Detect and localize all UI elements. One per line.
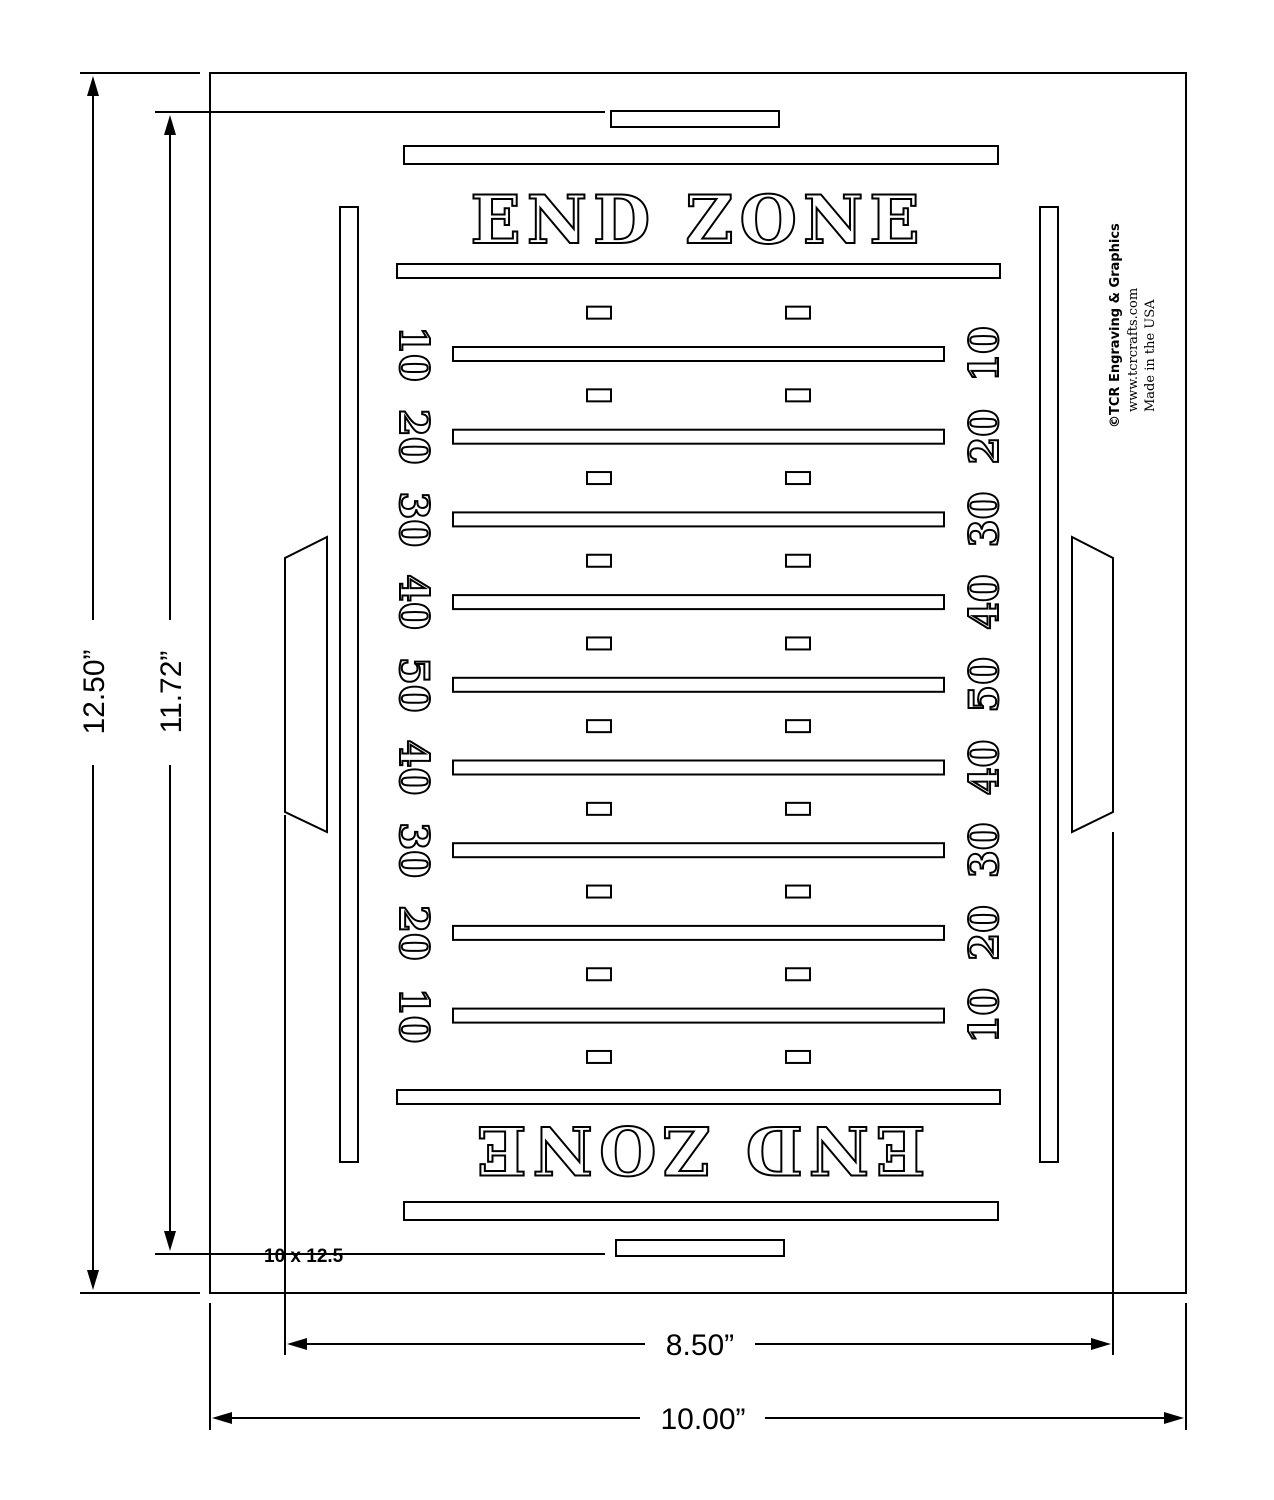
bottom-goal-line	[396, 1089, 1001, 1105]
hash-mark	[586, 801, 612, 816]
outer-width-dimension: 10.00”	[209, 1303, 1187, 1436]
hash-mark	[785, 636, 811, 651]
inner-width-label: 8.50”	[666, 1329, 734, 1362]
left-sideline	[339, 206, 359, 1163]
left-bench-area	[284, 535, 328, 834]
outer-height-dimension: 12.50”	[78, 72, 200, 1294]
hash-mark	[586, 305, 612, 320]
bottom-end-line	[403, 1201, 999, 1221]
hash-mark	[586, 636, 612, 651]
yard-number-right: 10	[961, 988, 1008, 1044]
inner-height-dimension: 11.72”	[155, 111, 605, 1255]
hash-mark	[785, 388, 811, 403]
yard-line	[452, 842, 945, 859]
yard-number-right: 30	[961, 492, 1008, 548]
top-end-line	[403, 145, 999, 165]
hash-mark	[785, 471, 811, 486]
hash-mark	[586, 388, 612, 403]
yard-line	[452, 676, 945, 693]
hash-mark	[785, 719, 811, 734]
end-zone-bottom-label: END ZONE	[470, 1111, 925, 1189]
hash-mark	[586, 1049, 612, 1064]
maker-website: www.tcrcrafts.com	[1126, 288, 1141, 412]
yard-number-right: 10	[961, 326, 1008, 382]
bottom-center-bar	[615, 1239, 785, 1257]
hash-mark	[785, 305, 811, 320]
yard-number-right: 30	[961, 822, 1008, 878]
yard-number-right: 40	[961, 740, 1008, 796]
hash-mark	[586, 719, 612, 734]
hash-mark	[785, 967, 811, 982]
yard-number-left: 20	[390, 905, 437, 961]
yard-line	[452, 428, 945, 445]
hash-mark	[785, 884, 811, 899]
right-bench-area	[1071, 535, 1114, 834]
yard-line	[452, 1007, 945, 1024]
hash-mark	[785, 1049, 811, 1064]
hash-mark	[785, 801, 811, 816]
yard-line	[452, 346, 945, 362]
yard-number-right: 40	[961, 574, 1008, 630]
hash-mark	[586, 884, 612, 899]
hash-mark	[586, 967, 612, 982]
yard-line	[452, 511, 945, 528]
yard-number-left: 30	[390, 492, 437, 548]
inner-height-label: 11.72”	[155, 651, 188, 734]
right-sideline	[1039, 206, 1059, 1163]
yard-number-left: 40	[390, 740, 437, 796]
yard-line	[452, 594, 945, 611]
yard-number-left: 10	[390, 988, 437, 1044]
yard-number-left: 20	[390, 409, 437, 465]
yard-number-left: 50	[390, 657, 437, 713]
yard-number-left: 30	[390, 822, 437, 878]
yard-number-right: 20	[961, 409, 1008, 465]
hash-marks	[586, 305, 811, 1064]
hash-mark	[785, 553, 811, 568]
top-goal-line	[396, 263, 1001, 279]
top-center-bar	[610, 110, 780, 128]
end-zone-top-label: END ZONE	[470, 181, 925, 259]
yard-number-left: 40	[390, 574, 437, 630]
maker-credit: ©TCR Engraving & Graphics www.tcrcrafts.…	[1108, 223, 1158, 428]
yard-lines	[452, 346, 945, 1024]
hash-mark	[586, 553, 612, 568]
yard-number-left: 10	[390, 326, 437, 382]
outer-height-label: 12.50”	[78, 649, 111, 734]
yard-numbers: 10 10 20 20 30 30 40 40 50 50 40 40 30 30 20 20 10 10	[389, 325, 1009, 1044]
yard-number-right: 20	[961, 905, 1008, 961]
maker-company: ©TCR Engraving & Graphics	[1108, 223, 1123, 428]
outer-width-label: 10.00”	[660, 1403, 745, 1436]
hash-mark	[586, 471, 612, 486]
maker-origin: Made in the USA	[1143, 299, 1158, 412]
size-note: 10 x 12.5	[264, 1246, 344, 1267]
inner-width-dimension: 8.50”	[284, 815, 1114, 1362]
yard-line	[452, 924, 945, 941]
yard-line	[452, 759, 945, 776]
yard-number-right: 50	[961, 657, 1008, 713]
